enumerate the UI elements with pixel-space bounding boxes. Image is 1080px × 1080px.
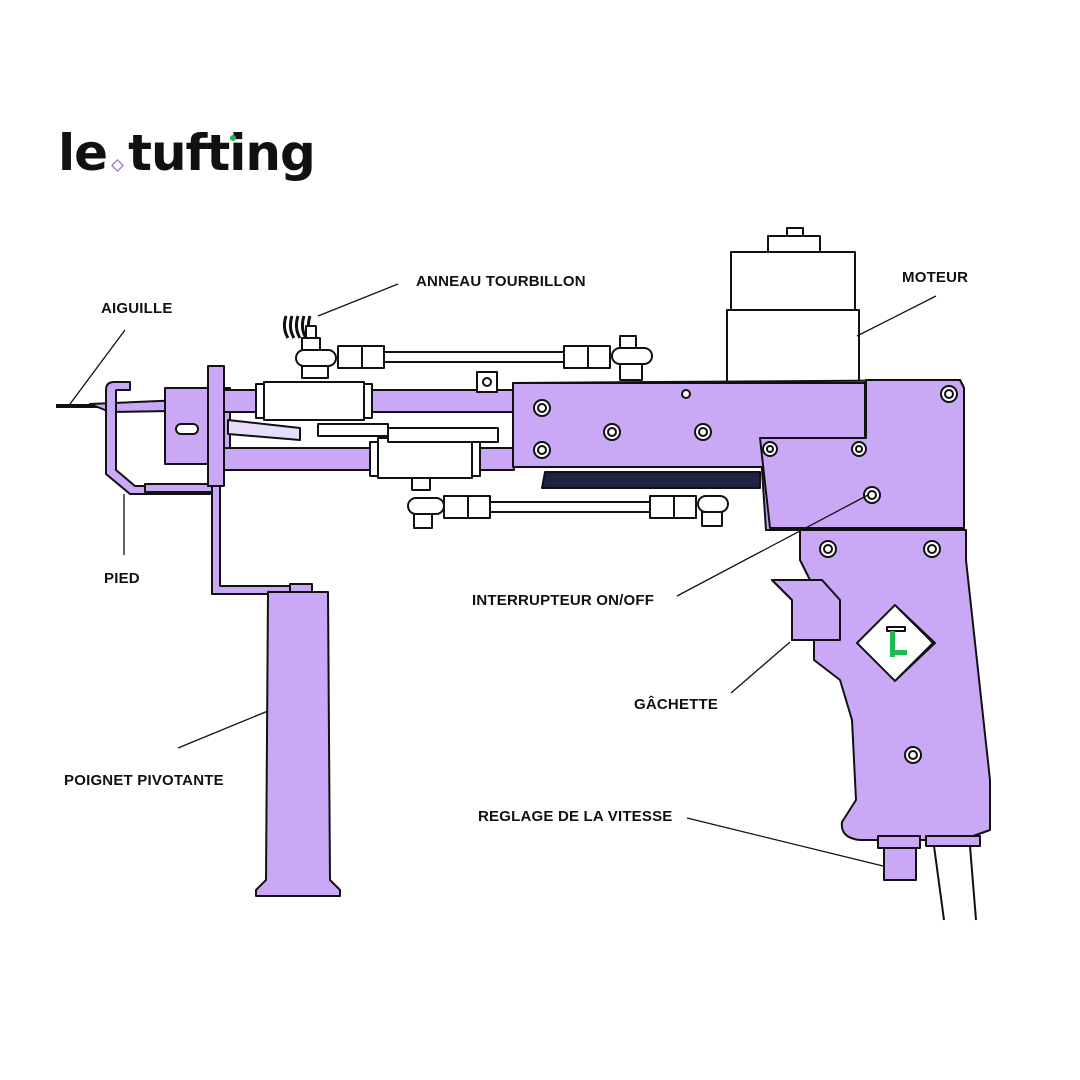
brand-logo: le tufting [58,124,316,184]
motor [726,227,860,383]
label-moteur: MOTEUR [902,269,969,286]
label-gachette: GÂCHETTE [634,696,719,713]
logo-i-dot [230,135,236,141]
leader-lines [69,283,937,867]
front-plate [207,365,225,487]
label-interrupteur: INTERRUPTEUR ON/OFF [472,592,655,609]
brand-badge-icon [856,604,936,682]
front-block-slot [175,423,199,435]
pivot-handle [211,485,341,897]
label-anneau-tourbillon: ANNEAU TOURBILLON [416,273,586,290]
label-aiguille: AIGUILLE [101,300,173,317]
middle-mechanism [227,371,499,443]
swirl-ring [282,315,337,379]
label-reglage-vitesse: REGLAGE DE LA VITESSE [478,808,673,825]
lower-linkage [407,477,729,529]
upper-cylinder [255,381,373,421]
brand-name-right: tufting [128,124,316,182]
label-poignet-pivotante: POIGNET PIVOTANTE [64,772,224,789]
pistol-grip [771,529,991,841]
rack-gear [541,471,761,489]
screws [533,385,958,504]
upper-linkage [337,335,653,381]
grip-screws [819,540,941,764]
trigger [771,579,841,641]
speed-knob [877,835,981,921]
label-pied: PIED [104,570,140,587]
brand-name-left: le [58,124,108,182]
lower-cylinder [369,437,481,479]
